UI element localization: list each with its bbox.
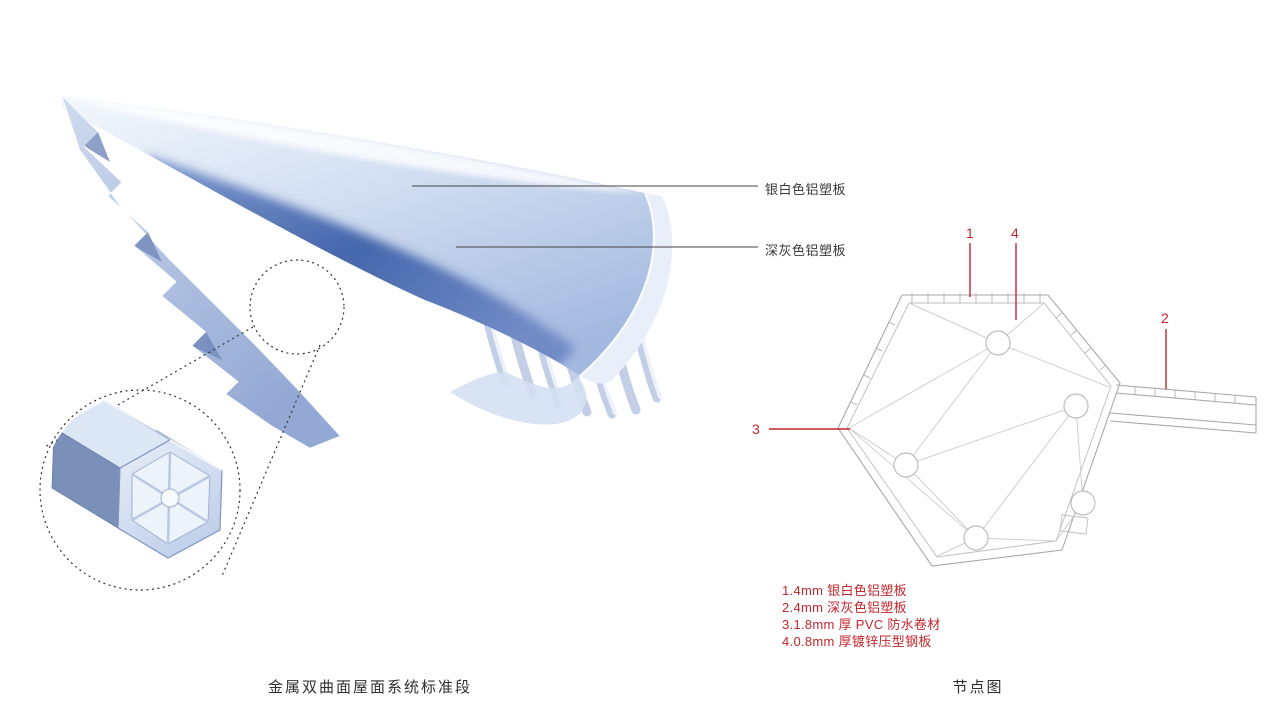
materials-legend: 1.4mm 银白色铝塑板 2.4mm 深灰色铝塑板 3.1.8mm 厚 PVC … <box>782 582 941 650</box>
legend-item: 3.1.8mm 厚 PVC 防水卷材 <box>782 617 941 632</box>
callout-number-3: 3 <box>752 421 760 437</box>
caption-roof-figure: 金属双曲面屋面系统标准段 <box>267 679 472 696</box>
bottom-notch <box>1059 514 1089 535</box>
roof-fin-facets <box>84 132 222 360</box>
detail-zoom-circle <box>39 389 241 591</box>
detail-beam-render <box>51 398 223 559</box>
legend-item: 1.4mm 银白色铝塑板 <box>782 583 907 598</box>
truss-nodes <box>893 330 1096 551</box>
callout-number-2: 2 <box>1161 310 1169 326</box>
roof-curl-edge <box>579 192 655 377</box>
callout-number-1: 1 <box>966 225 974 241</box>
extension-band <box>1109 384 1257 434</box>
label-dark-gray-panel: 深灰色铝塑板 <box>765 243 847 258</box>
roof-render <box>61 95 673 449</box>
detail-connector-upper <box>44 326 254 448</box>
callout-lines <box>769 243 1167 430</box>
extension-band-ticks <box>1134 386 1236 403</box>
detail-connector-lower <box>221 344 321 577</box>
detail-source-circle <box>249 259 345 355</box>
roof-trough <box>450 372 587 425</box>
truss-struts <box>848 302 1110 557</box>
frame-ticks <box>850 293 1107 406</box>
hexagon-frame-outer <box>837 294 1121 567</box>
detail-bubble <box>39 259 345 591</box>
node-diagram <box>769 243 1257 567</box>
legend-item: 2.4mm 深灰色铝塑板 <box>782 600 907 615</box>
roof-fin-glints <box>83 145 239 383</box>
callout-number-4: 4 <box>1011 225 1019 241</box>
legend-item: 4.0.8mm 厚镀锌压型钢板 <box>782 634 932 649</box>
label-silver-panel: 银白色铝塑板 <box>765 182 847 197</box>
roof-curl-face <box>580 193 673 384</box>
leader-lines <box>412 185 758 248</box>
roof-top-highlight <box>62 96 645 193</box>
caption-node-figure: 节点图 <box>952 679 1004 696</box>
